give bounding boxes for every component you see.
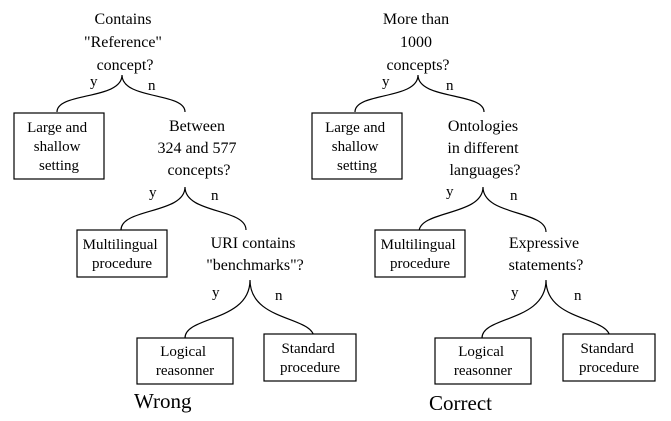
left-leaf-multilingual-label: Multilingual procedure [83, 237, 162, 272]
right-leaf-large-shallow-label: Large and shallow setting [325, 120, 389, 174]
left-root-question: Contains "Reference" concept? [84, 11, 166, 74]
right-leaf-large-shallow [311, 112, 403, 180]
right-root-yes-label: y [382, 74, 390, 90]
right-q2-no-label: n [510, 188, 518, 204]
right-q2-brace [418, 186, 547, 233]
right-root-brace [354, 74, 485, 113]
left-root-no-label: n [148, 78, 156, 94]
left-leaf-logical-label: Logical reasonner [156, 344, 214, 379]
right-verdict-correct: Correct [429, 391, 492, 415]
left-leaf-logical [136, 337, 234, 385]
right-leaf-standard [562, 333, 656, 382]
left-q3-brace [184, 279, 315, 339]
left-leaf-standard-label: Standard procedure [280, 341, 340, 376]
left-q3-yes-label: y [212, 285, 220, 301]
right-leaf-standard-label: Standard procedure [579, 341, 639, 376]
left-leaf-standard [263, 333, 357, 382]
left-root-yes-label: y [90, 74, 98, 90]
right-root-no-label: n [446, 78, 454, 94]
right-root-question: More than 1000 concepts? [383, 11, 453, 74]
left-q2-question: Between 324 and 577 concepts? [157, 118, 240, 179]
left-tree: Contains "Reference" concept? y n Large … [13, 11, 357, 413]
left-leaf-large-shallow-label: Large and shallow setting [27, 120, 91, 174]
right-leaf-logical-label: Logical reasonner [454, 344, 512, 379]
right-tree: More than 1000 concepts? y n Large and s… [311, 11, 656, 415]
left-leaf-multilingual [76, 229, 168, 278]
right-q3-no-label: n [574, 288, 582, 304]
right-q2-question: Ontologies in different languages? [447, 118, 522, 179]
right-leaf-multilingual-label: Multilingual procedure [381, 237, 460, 272]
left-q3-question: URI contains "benchmarks"? [206, 235, 303, 274]
left-q2-no-label: n [211, 188, 219, 204]
left-q2-brace [120, 186, 247, 231]
left-q2-yes-label: y [149, 185, 157, 201]
right-q3-question: Expressive statements? [509, 235, 584, 274]
left-q3-no-label: n [275, 288, 283, 304]
right-leaf-logical [434, 337, 532, 385]
right-q3-yes-label: y [511, 285, 519, 301]
left-leaf-large-shallow [13, 112, 105, 180]
left-root-brace [56, 74, 186, 113]
right-q2-yes-label: y [446, 184, 454, 200]
right-q3-brace [481, 279, 611, 339]
right-leaf-multilingual [374, 229, 466, 278]
left-verdict-wrong: Wrong [134, 389, 192, 413]
